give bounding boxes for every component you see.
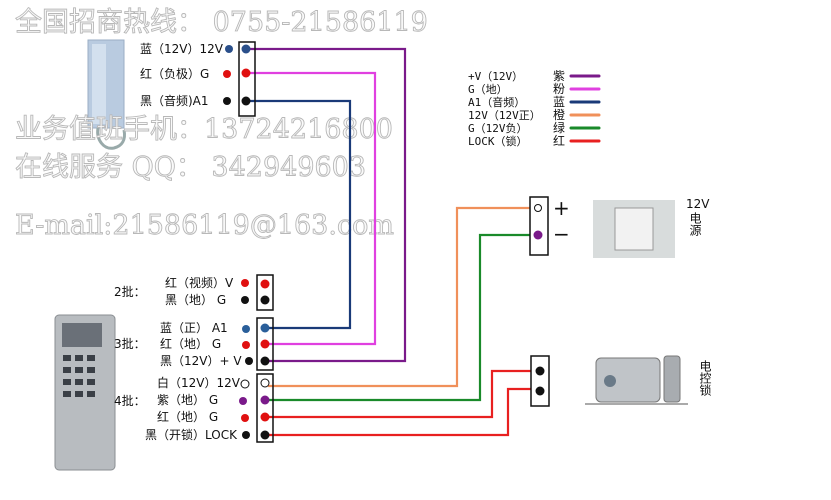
svg-text:红: 红 <box>553 133 565 148</box>
svg-text:LOCK（锁）: LOCK（锁） <box>468 134 528 148</box>
svg-text:红（负极）G: 红（负极）G <box>140 66 209 81</box>
watermark-email: E-mail:21586119@163.com <box>15 210 394 241</box>
group4-pin-12v-label: 白（12V）12V <box>157 375 241 390</box>
legend-item-orange: 12V（12V正） 橙 <box>468 107 601 122</box>
plus-sign: + <box>553 196 570 220</box>
power-name-label: 电源 <box>688 212 702 237</box>
svg-text:12V（12V正）: 12V（12V正） <box>468 109 541 122</box>
svg-text:绿: 绿 <box>553 120 565 135</box>
group4-pin-lock-label: 黑（开锁）LOCK <box>145 427 238 442</box>
handset-pin-a1: 黑（音频)A1 <box>140 93 251 108</box>
minus-sign: − <box>553 222 570 246</box>
group2-terminal-block <box>256 274 274 311</box>
legend-item-red: LOCK（锁） 红 <box>468 133 601 148</box>
lock-pin-2 <box>535 386 545 396</box>
group4-terminal-block <box>256 373 274 443</box>
svg-text:蓝: 蓝 <box>553 95 565 109</box>
svg-text:G（地）: G（地） <box>468 83 508 96</box>
handset-pin-g: 红（负极）G <box>140 66 251 81</box>
power-pin-positive <box>534 204 542 212</box>
power-voltage-label: 12V <box>686 197 710 211</box>
power-terminal-block <box>529 196 549 256</box>
svg-text:蓝（12V）12V: 蓝（12V）12V <box>140 42 224 56</box>
lock-terminal-block <box>530 355 550 407</box>
legend-item-green: G（12V负） 绿 <box>468 120 601 135</box>
svg-text:紫: 紫 <box>553 69 565 83</box>
legend-item-purple: +V（12V） 紫 <box>468 69 601 83</box>
svg-text:+V（12V）: +V（12V） <box>468 70 523 83</box>
lock-label: 电控锁 <box>698 360 712 396</box>
power-pin-negative <box>533 230 543 240</box>
wire-red-lock-signal <box>268 387 537 437</box>
group4-pin-g-red-label: 红（地） G <box>157 409 218 424</box>
electric-lock-image <box>585 355 688 405</box>
indoor-handset-image <box>87 39 126 150</box>
svg-text:粉: 粉 <box>553 82 565 96</box>
legend-item-blue: A1（音频） 蓝 <box>468 95 601 109</box>
handset-terminal-block <box>238 41 256 117</box>
outdoor-keypad-panel-image <box>54 314 116 471</box>
svg-text:A1（音频）: A1（音频） <box>468 95 525 109</box>
color-legend: +V（12V） 紫 G（地） 粉 A1（音频） 蓝 12V（12V正） 橙 G（12V负… <box>468 69 601 148</box>
group3-title: 3批： <box>114 336 146 351</box>
handset-pin-12v: 蓝（12V）12V <box>140 42 251 56</box>
svg-text:橙: 橙 <box>553 107 565 122</box>
power-supply-image <box>593 200 675 258</box>
lock-pin-1 <box>535 366 545 376</box>
watermark-qq: 在线服务 QQ： 342949603 <box>15 152 366 183</box>
group3-terminal-block <box>256 317 274 371</box>
group2-pin-v-label: 红（视频）V <box>165 275 234 290</box>
watermark-mobile: 业务值班手机：13724216800 <box>15 114 393 145</box>
wire-blue-audio <box>248 99 352 330</box>
group4-title: 4批： <box>114 393 146 408</box>
group2-pin-g-label: 黑（地） G <box>165 293 226 307</box>
watermark-hotline: 全国招商热线： 0755-21586119 <box>15 7 428 38</box>
wire-purple-12v <box>248 47 407 363</box>
group3-pin-v-label: 黑（12V）+ V <box>160 354 242 368</box>
wire-orange-12v-positive <box>268 206 535 388</box>
svg-text:G（12V负）: G（12V负） <box>468 121 528 135</box>
group2-title: 2批： <box>114 284 146 299</box>
legend-item-pink: G（地） 粉 <box>468 82 601 96</box>
wire-red-lock-ground <box>268 369 537 419</box>
wire-pink-ground <box>248 71 377 346</box>
group3-pin-g-label: 红（地） G <box>160 336 221 351</box>
svg-text:黑（音频)A1: 黑（音频)A1 <box>140 93 209 108</box>
wire-green-12v-negative <box>268 233 535 402</box>
group4-pin-g-purple-label: 紫（地） G <box>157 393 218 407</box>
group3-pin-a1-label: 蓝（正） A1 <box>160 321 228 335</box>
